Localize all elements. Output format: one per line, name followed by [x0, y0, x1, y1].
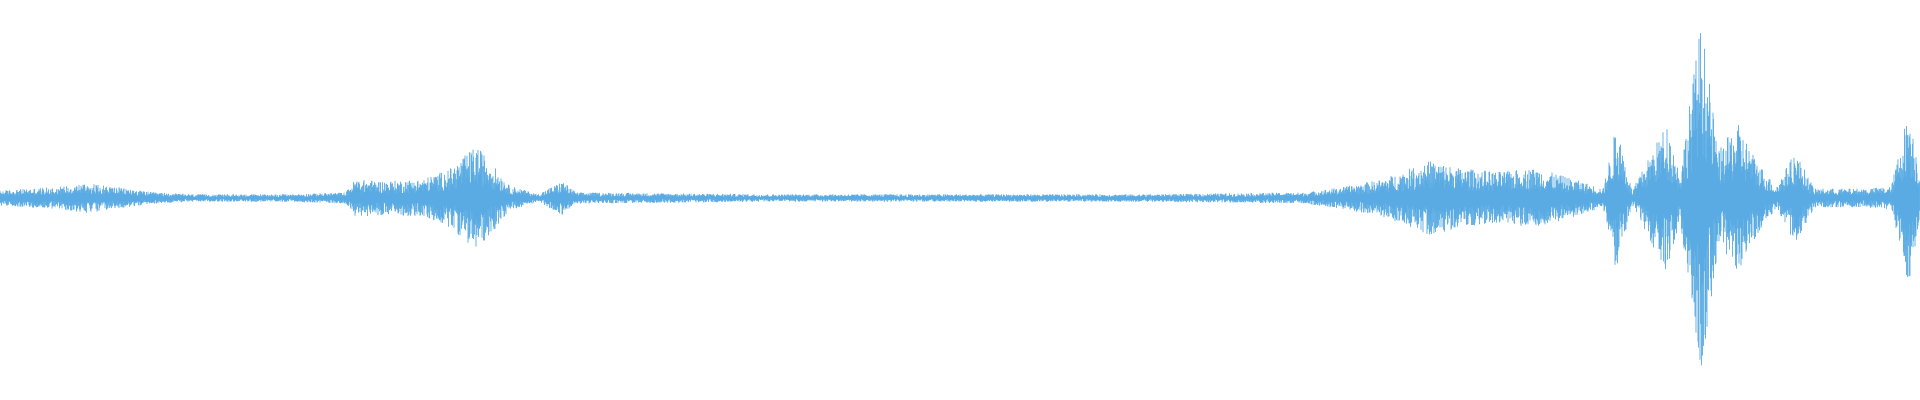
- waveform-signal: [0, 33, 1920, 366]
